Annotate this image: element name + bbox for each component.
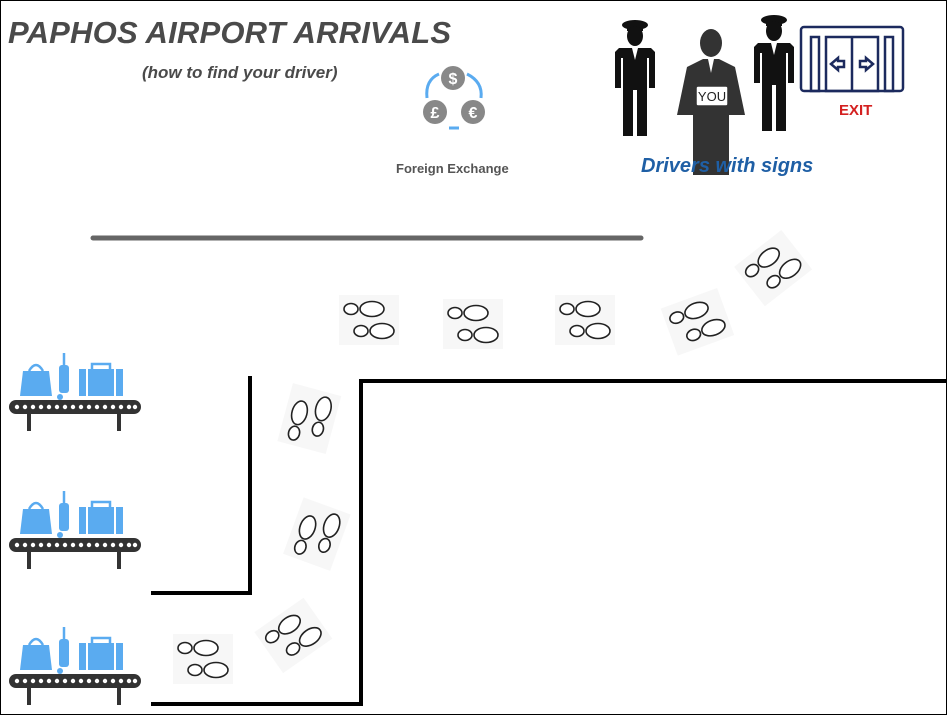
footprint-icon <box>173 634 233 684</box>
footprints-path <box>173 230 812 684</box>
svg-text:£: £ <box>431 105 440 122</box>
footprint-icon <box>555 295 615 345</box>
chauffeur-icon <box>615 20 655 136</box>
baggage-carousel-icon <box>7 351 143 433</box>
footprint-icon <box>339 295 399 345</box>
exit-label: EXIT <box>839 102 872 119</box>
svg-text:YOU: YOU <box>698 89 726 104</box>
footprint-icon <box>661 288 734 356</box>
wall-right <box>151 379 946 706</box>
footprint-icon <box>443 299 503 349</box>
page-subtitle: (how to find your driver) <box>142 63 338 82</box>
footprint-icon <box>277 383 341 454</box>
currency-exchange-icon: $ £ € <box>423 66 485 130</box>
footprint-icon <box>734 230 812 306</box>
you-person-icon: YOU <box>677 29 745 175</box>
wall-left <box>151 376 252 595</box>
svg-text:$: $ <box>449 71 458 88</box>
drivers-with-signs-label: Drivers with signs <box>641 155 814 177</box>
svg-text:€: € <box>469 105 478 122</box>
exit-door-icon <box>799 25 905 93</box>
chauffeur-icon <box>754 15 794 131</box>
footprint-icon <box>254 598 332 673</box>
page-title: PAPHOS AIRPORT ARRIVALS <box>8 15 452 50</box>
baggage-carousel-icon <box>7 489 143 571</box>
foreign-exchange-label: Foreign Exchange <box>396 161 509 176</box>
footprint-icon <box>283 497 351 570</box>
baggage-carousel-icon <box>7 625 143 707</box>
